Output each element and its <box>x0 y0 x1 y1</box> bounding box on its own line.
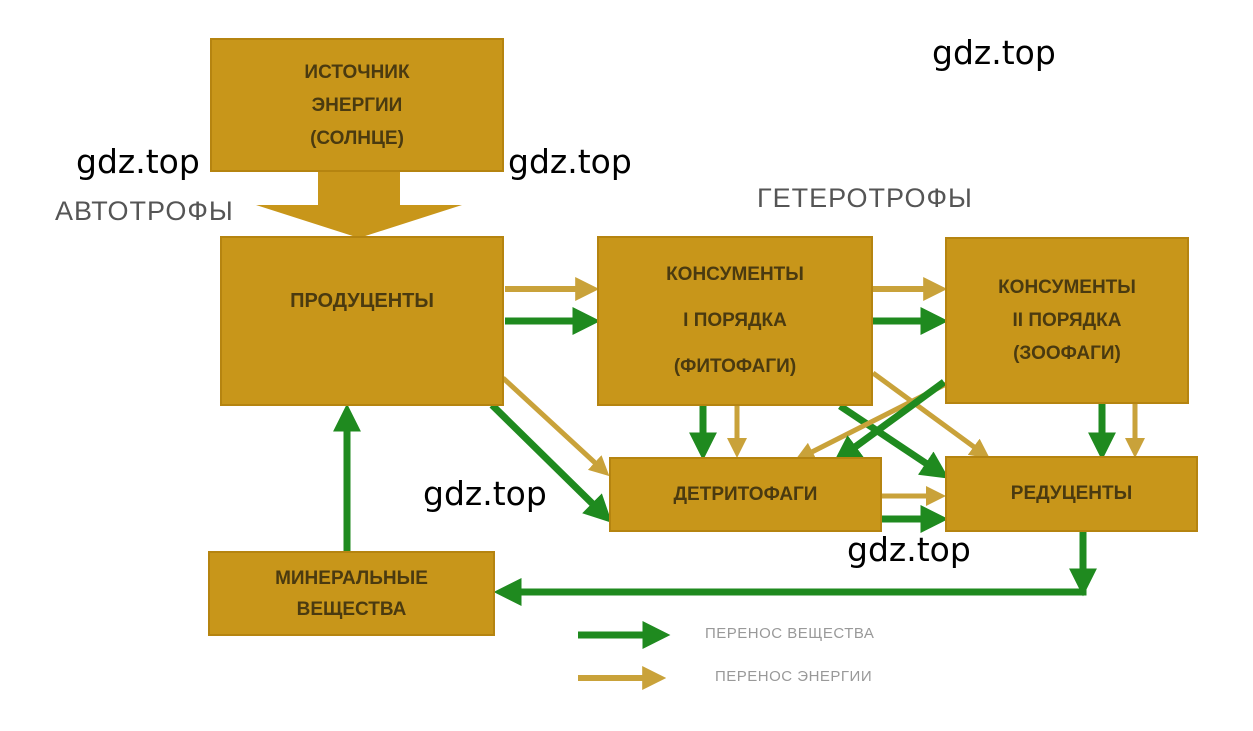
energy-arrow-consumers1-decomposers <box>871 370 990 459</box>
energy-arrow-producers-detritivores <box>501 376 610 477</box>
node-decomposers-label: РЕДУЦЕНТЫ <box>1010 483 1133 504</box>
matter-arrow-consumers1-decomposers <box>838 403 949 479</box>
node-consumers2-label: КОНСУМЕНТЫ II ПОРЯДКА (ЗООФАГИ) <box>998 277 1136 364</box>
matter-arrow-producers-detritivores <box>489 402 612 523</box>
heading-heterotrophs: ГЕТЕРОТРОФЫ <box>757 183 973 213</box>
node-detritivores-label: ДЕТРИТОФАГИ <box>673 483 818 505</box>
node-consumers2: КОНСУМЕНТЫ II ПОРЯДКА (ЗООФАГИ) <box>945 237 1189 404</box>
node-sun: ИСТОЧНИК ЭНЕРГИИ (СОЛНЦЕ) <box>210 38 504 172</box>
matter-arrow-consumers2-detritivores <box>833 379 947 463</box>
node-decomposers: РЕДУЦЕНТЫ <box>945 456 1198 532</box>
watermark-2: gdz.top <box>76 142 200 181</box>
heading-autotrophs: АВТОТРОФЫ <box>55 196 234 226</box>
watermark-1: gdz.top <box>932 33 1056 72</box>
node-consumers1: КОНСУМЕНТЫ I ПОРЯДКА (ФИТОФАГИ) <box>597 236 873 406</box>
legend-matter-label: ПЕРЕНОС ВЕЩЕСТВА <box>705 625 875 642</box>
node-producers-label: ПРОДУЦЕНТЫ <box>290 290 434 312</box>
node-sun-label: ИСТОЧНИК ЭНЕРГИИ (СОЛНЦЕ) <box>304 61 410 149</box>
sun-energy-arrow <box>256 170 462 238</box>
node-minerals: МИНЕРАЛЬНЫЕ ВЕЩЕСТВА <box>208 551 495 636</box>
node-detritivores: ДЕТРИТОФАГИ <box>609 457 882 532</box>
matter-arrow-decomposers-minerals <box>493 532 1087 606</box>
watermark-3: gdz.top <box>508 142 632 181</box>
node-minerals-label: МИНЕРАЛЬНЫЕ ВЕЩЕСТВА <box>275 567 428 620</box>
legend-energy-label: ПЕРЕНОС ЭНЕРГИИ <box>715 668 873 685</box>
node-consumers1-label: КОНСУМЕНТЫ I ПОРЯДКА (ФИТОФАГИ) <box>666 264 804 377</box>
watermark-5: gdz.top <box>847 530 971 569</box>
watermark-4: gdz.top <box>423 474 547 513</box>
node-producers: ПРОДУЦЕНТЫ <box>220 236 504 406</box>
